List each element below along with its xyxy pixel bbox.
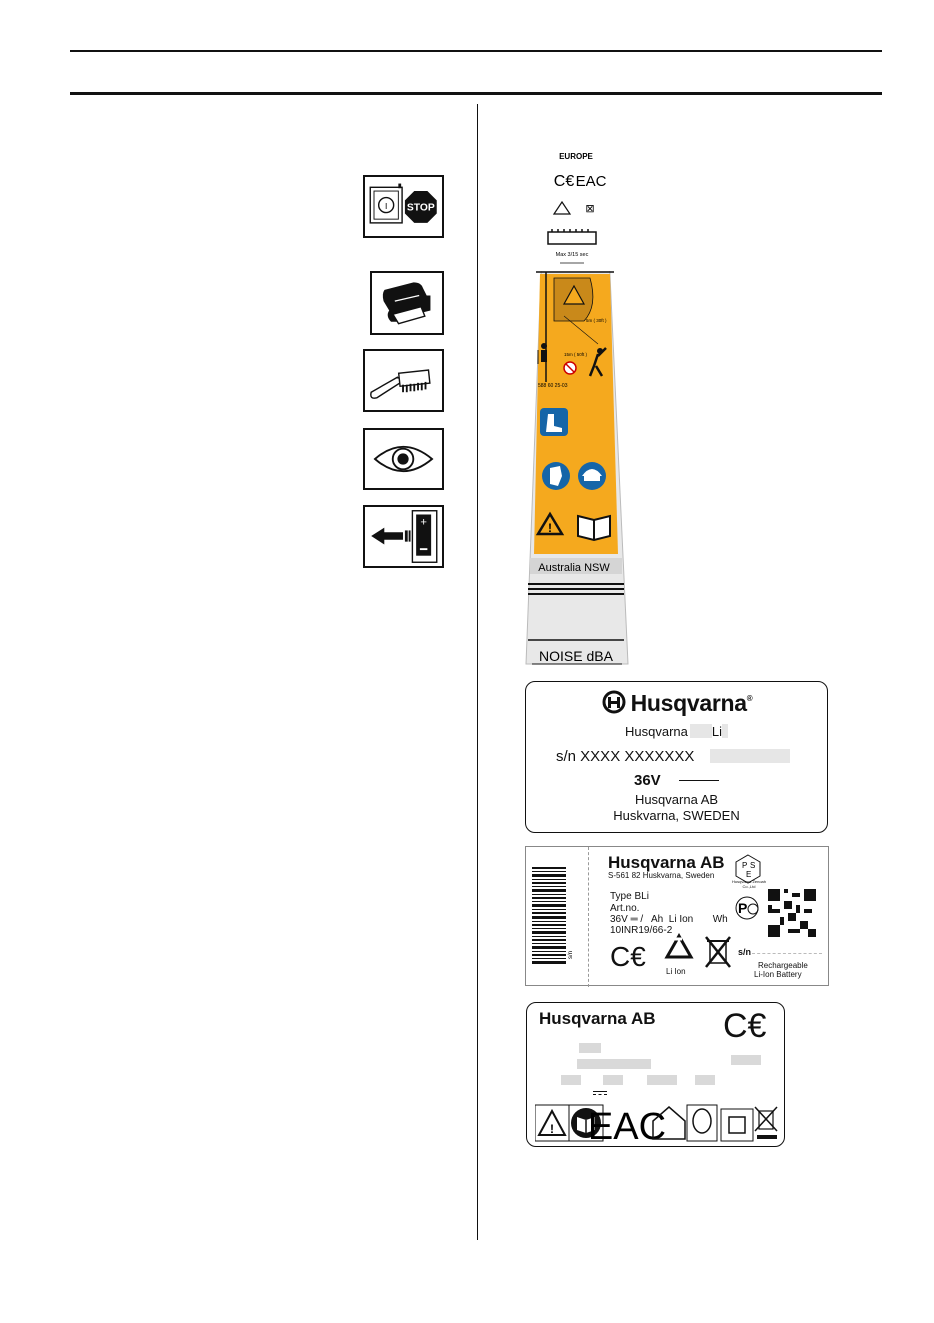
eac-mark-icon: EAC — [576, 173, 607, 190]
li-ion-text: Li Ion — [666, 967, 686, 976]
ce-mark-icon: C€ — [610, 941, 646, 972]
weee-bin-icon — [754, 1106, 778, 1139]
bin-icon: ⊠ — [585, 202, 594, 215]
header-rule-bottom — [70, 92, 882, 95]
stop-sign-label: STOP — [407, 203, 435, 214]
double-insulation-icon — [720, 1108, 754, 1142]
svg-text:P: P — [742, 861, 747, 870]
battery-label: s/n Husqvarna AB S-561 82 Huskvarna, Swe… — [525, 846, 829, 987]
battery-artno: Art.no. — [610, 903, 640, 914]
distance-5m-label: 5m ( 30ft ) — [586, 318, 607, 323]
city-line: Huskvarna, SWEDEN — [613, 808, 740, 823]
warning-triangle-icon — [562, 284, 586, 305]
caution-icon — [537, 1108, 567, 1136]
pse-small-text: Husqvarna Zenoah Co.,Ltd — [731, 879, 767, 889]
chain-bar-icon — [547, 231, 597, 245]
eye-symbol — [363, 428, 444, 490]
battery-sn-label: s/n — [738, 947, 752, 957]
noise-label: NOISE dBA — [539, 648, 614, 664]
barcode: s/n — [532, 863, 574, 969]
svg-text:S: S — [750, 861, 755, 870]
region-australia-label: Australia NSW — [538, 562, 610, 574]
brush-symbol — [363, 349, 444, 412]
column-divider — [477, 104, 478, 1240]
power-icon: I — [385, 201, 387, 211]
caution-icon — [535, 511, 565, 536]
warning-decal: EUROPE C€ EAC ⊠ Max 3/15 sec 5m ( 30ft )… — [524, 146, 630, 668]
indoor-use-icon — [652, 1106, 686, 1140]
svg-text:P: P — [738, 900, 747, 916]
operator-icon — [588, 347, 607, 377]
decal-code: 588 60 25-03 — [538, 383, 568, 389]
svg-text:s/n: s/n — [568, 951, 574, 959]
machine-symbols-row: ! EAC — [534, 1103, 779, 1148]
ps-circle-icon: P — [732, 895, 762, 921]
power-stop-symbol: I STOP — [363, 175, 444, 238]
remove-battery-icon: + — [371, 510, 438, 563]
li-ion-battery-text: Li-Ion Battery — [754, 970, 802, 979]
machine-plate: Husqvarna AB C€ ! EAC — [526, 1002, 785, 1148]
maker-line: Husqvarna AB — [634, 792, 719, 807]
battery-remove-symbol: + — [363, 505, 444, 568]
eac-mark-icon: EAC — [588, 1106, 666, 1143]
gloves-symbol — [370, 271, 444, 335]
bystander-icon — [541, 350, 547, 362]
battery-type: Type BLi — [610, 891, 649, 902]
glove-icon — [382, 282, 431, 325]
svg-text:!: ! — [550, 1122, 554, 1136]
rcm-mark-icon — [552, 200, 572, 215]
recycle-icon — [660, 932, 698, 967]
max-time-label: Max 3/15 sec — [556, 252, 589, 258]
svg-text:!: ! — [548, 521, 552, 535]
battery-spec: 36V ═ / Ah Li Ion Wh — [610, 914, 728, 925]
battery-address: S-561 82 Huskvarna, Sweden — [608, 871, 715, 880]
pse-mark-icon: P S E — [732, 853, 764, 889]
ce-mark-icon: C€ — [723, 1007, 767, 1045]
ce-mark-icon: C€ — [554, 173, 575, 190]
distance-15m-label: 15m ( 50ft ) — [564, 352, 588, 357]
qr-code — [768, 889, 816, 937]
crossed-bin-icon — [702, 933, 734, 973]
header-rule-top — [70, 50, 882, 52]
eye-icon — [373, 446, 434, 472]
machine-maker: Husqvarna AB — [539, 1009, 656, 1028]
rechargeable-text: Rechargeable — [758, 961, 808, 970]
svg-text:E: E — [746, 870, 751, 879]
battery-cell-code: 10INR19/66-2 — [610, 925, 673, 936]
fuse-icon — [692, 1108, 712, 1134]
crown-icon — [601, 690, 627, 720]
husqvarna-logo: Husqvarna® — [526, 690, 827, 720]
battery-maker: Husqvarna AB — [608, 853, 725, 872]
region-europe-label: EUROPE — [559, 152, 593, 161]
cleaning-brush-icon — [370, 369, 431, 399]
voltage-line: 36V — [634, 772, 827, 789]
svg-text:+: + — [420, 517, 427, 529]
serial-line: s/n XXXX XXXXXXX — [556, 748, 827, 765]
